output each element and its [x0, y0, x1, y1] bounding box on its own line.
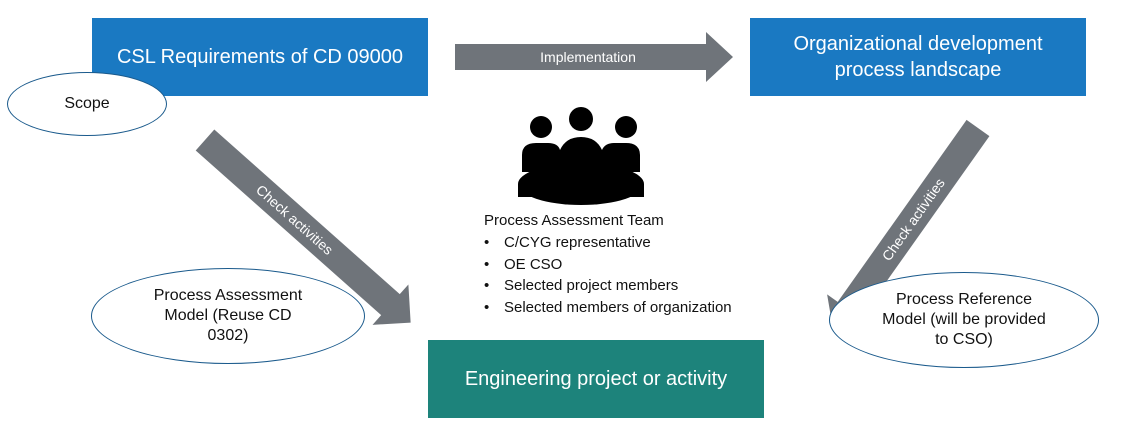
process-assessment-team: Process Assessment Team C/CYG representa… [484, 210, 732, 318]
odpl-box: Organizational development process lands… [750, 18, 1086, 96]
team-member-list: C/CYG representative OE CSO Selected pro… [484, 232, 732, 318]
csl-requirements-label: CSL Requirements of CD 09000 [116, 46, 404, 68]
process-reference-model-label: Process Reference Model (will be provide… [882, 291, 1046, 348]
scope-ellipse: Scope [7, 72, 167, 136]
engineering-label: Engineering project or activity [464, 368, 728, 390]
process-reference-model-ellipse: Process Reference Model (will be provide… [829, 272, 1099, 368]
implementation-arrow-label: Implementation [540, 49, 636, 65]
team-member-item: Selected members of organization [484, 297, 732, 319]
team-title: Process Assessment Team [484, 212, 664, 229]
check-right-arrow [827, 119, 990, 333]
team-member-item: C/CYG representative [484, 232, 732, 254]
scope-label: Scope [64, 95, 110, 112]
process-assessment-model-label: Process Assessment Model (Reuse CD 0302) [153, 287, 303, 344]
team-member-item: OE CSO [484, 254, 732, 276]
team-member-item: Selected project members [484, 275, 732, 297]
meeting-group-icon [518, 107, 644, 205]
process-assessment-model-ellipse: Process Assessment Model (Reuse CD 0302) [91, 268, 365, 364]
odpl-label: Organizational development process lands… [793, 33, 1043, 81]
check-left-arrow-label: Check activities [253, 181, 336, 258]
check-left-arrow [195, 129, 411, 325]
check-right-arrow-label: Check activities [879, 175, 948, 264]
csl-requirements-box: CSL Requirements of CD 09000 [92, 18, 428, 96]
engineering-box: Engineering project or activity [428, 340, 764, 418]
implementation-arrow [455, 32, 733, 82]
